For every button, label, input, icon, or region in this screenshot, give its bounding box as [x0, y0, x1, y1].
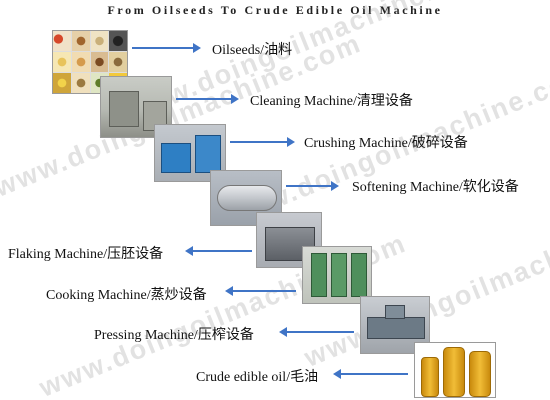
flow-arrow: [279, 327, 354, 337]
machine-body: [195, 135, 221, 173]
step-label-flaking: Flaking Machine/压胚设备: [8, 247, 164, 262]
softening-machine-photo: [210, 170, 282, 226]
flow-arrow: [333, 369, 408, 379]
flow-arrow: [176, 94, 239, 104]
machine-body: [161, 143, 191, 173]
step-label-crude-oil: Crude edible oil/毛油: [196, 370, 319, 385]
step-label-oilseeds: Oilseeds/油料: [212, 43, 293, 58]
flow-arrow: [230, 137, 295, 147]
flow-arrow: [286, 181, 339, 191]
flow-arrow: [225, 286, 296, 296]
seed-photo: [109, 52, 127, 72]
seed-photo: [53, 31, 71, 51]
step-label-cooking: Cooking Machine/蒸炒设备: [46, 288, 207, 303]
machine-body: [367, 317, 425, 339]
step-label-softening: Softening Machine/软化设备: [352, 180, 519, 195]
machine-column: [351, 253, 367, 297]
page-title: From Oilseeds To Crude Edible Oil Machin…: [107, 3, 443, 17]
seed-photo: [109, 31, 127, 51]
seed-photo: [71, 52, 90, 72]
machine-body: [109, 91, 139, 127]
seed-photo: [71, 31, 90, 51]
oil-bottle: [443, 347, 465, 397]
seed-photo: [71, 73, 90, 93]
step-label-pressing: Pressing Machine/压榨设备: [94, 328, 254, 343]
oil-bottle: [469, 351, 491, 397]
machine-column: [311, 253, 327, 297]
flow-arrow: [132, 43, 201, 53]
crude-oil-bottles-photo: [414, 342, 496, 398]
machine-body: [385, 305, 405, 319]
seed-photo: [90, 52, 109, 72]
seed-photo: [53, 52, 71, 72]
oil-bottle: [421, 357, 439, 397]
seed-photo: [53, 73, 71, 93]
machine-column: [331, 253, 347, 297]
flow-arrow: [185, 246, 252, 256]
machine-drum: [217, 185, 277, 211]
step-label-crushing: Crushing Machine/破碎设备: [304, 136, 468, 151]
cooking-machine-photo: [302, 246, 372, 304]
step-label-cleaning: Cleaning Machine/清理设备: [250, 94, 413, 109]
seed-photo: [90, 31, 109, 51]
